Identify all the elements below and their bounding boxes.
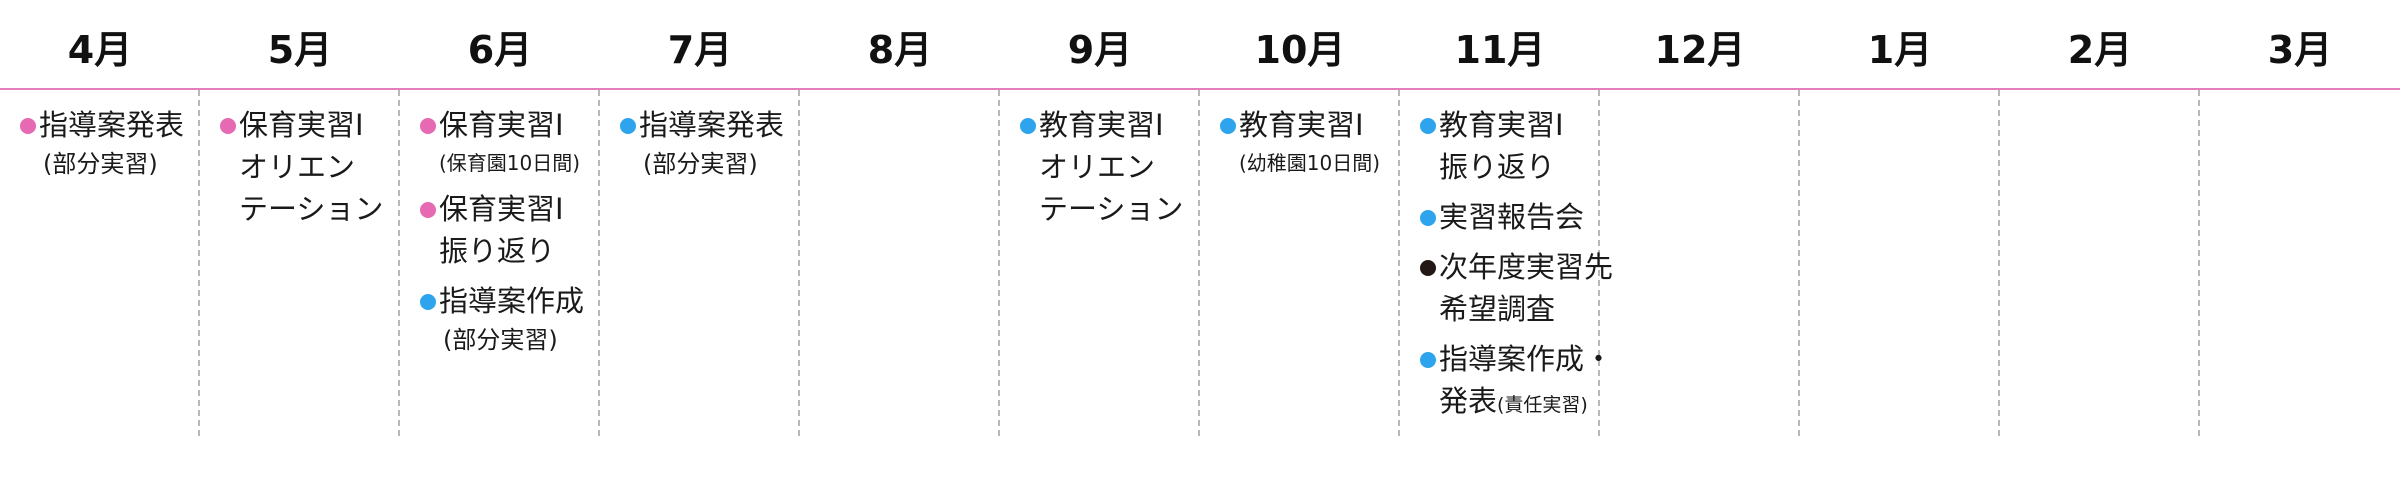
event-title: 教育実習I (1039, 108, 1164, 142)
column-jan (1800, 90, 2000, 436)
event-sep-1: 教育実習I オリエン テーション (1020, 104, 1198, 230)
event-title: 次年度実習先 (1439, 250, 1614, 284)
column-aug (800, 90, 1000, 436)
column-jul: 指導案発表 (部分実習) (600, 90, 800, 436)
blue-bullet-icon (1220, 118, 1236, 134)
event-title: 指導案作成 (439, 284, 585, 318)
column-dec (1600, 90, 1800, 436)
event-title: 保育実習I (439, 192, 564, 226)
blue-bullet-icon (1420, 210, 1436, 226)
event-jun-2: 保育実習I 振り返り (420, 188, 598, 272)
event-title-line2-main: 発表 (1439, 384, 1498, 418)
event-title-line2: オリエン (1039, 150, 1156, 184)
black-bullet-icon (1420, 260, 1436, 276)
month-label-feb: 2月 (2067, 28, 2133, 72)
month-label-aug: 8月 (867, 28, 933, 72)
event-note: (部分実習) (643, 150, 758, 178)
event-title: 指導案発表 (639, 108, 785, 142)
event-jun-1: 保育実習I (保育園10日間) (420, 104, 598, 180)
pink-bullet-icon (220, 118, 236, 134)
column-may: 保育実習I オリエン テーション (200, 90, 400, 436)
event-title-line2: 振り返り (439, 234, 556, 268)
header-divider (0, 88, 2400, 90)
event-title: 実習報告会 (1439, 200, 1585, 234)
column-sep: 教育実習I オリエン テーション (1000, 90, 1200, 436)
event-title-line2: オリエン (239, 150, 356, 184)
event-title: 教育実習I (1239, 108, 1364, 142)
month-label-jan: 1月 (1867, 28, 1933, 72)
event-note: (幼稚園10日間) (1239, 151, 1381, 175)
event-title: 保育実習I (439, 108, 564, 142)
month-label-apr: 4月 (67, 28, 133, 72)
event-jun-3: 指導案作成 (部分実習) (420, 280, 598, 358)
month-label-sep: 9月 (1067, 28, 1133, 72)
blue-bullet-icon (620, 118, 636, 134)
pink-bullet-icon (20, 118, 36, 134)
event-note: (部分実習) (443, 326, 558, 354)
column-apr: 指導案発表 (部分実習) (0, 90, 200, 436)
event-nov-2: 実習報告会 (1420, 196, 1598, 238)
event-title: 指導案作成・ (1439, 342, 1614, 376)
event-title-line3: テーション (239, 192, 384, 226)
event-note: (責任実習) (1497, 394, 1588, 416)
month-label-mar: 3月 (2267, 28, 2333, 72)
month-label-may: 5月 (267, 28, 333, 72)
event-note: (部分実習) (43, 150, 158, 178)
event-title: 教育実習I (1439, 108, 1564, 142)
month-header-row: 4月 5月 6月 7月 8月 9月 10月 11月 12月 1月 2月 3月 (0, 0, 2400, 88)
month-label-oct: 10月 (1254, 28, 1346, 72)
event-title-line2: 発表(責任実習) (1439, 380, 1613, 426)
column-nov: 教育実習I 振り返り 実習報告会 次年度実習先 希望調査 (1400, 90, 1613, 436)
month-label-dec: 12月 (1654, 28, 1746, 72)
column-mar (2200, 90, 2400, 436)
event-title: 指導案発表 (39, 108, 185, 142)
column-feb (2000, 90, 2200, 436)
column-jun: 保育実習I (保育園10日間) 保育実習I 振り返り 指導案作成 (部分実習) (400, 90, 600, 436)
month-label-nov: 11月 (1454, 28, 1546, 72)
event-nov-4: 指導案作成・ 発表(責任実習) (1420, 338, 1613, 426)
event-title-line3: テーション (1039, 192, 1184, 226)
event-title-line2: 振り返り (1439, 150, 1556, 184)
month-columns: 指導案発表 (部分実習) 保育実習I オリエン テーション 保育実習I (0, 90, 2400, 436)
pink-bullet-icon (420, 118, 436, 134)
blue-bullet-icon (1020, 118, 1036, 134)
blue-bullet-icon (1420, 118, 1436, 134)
pink-bullet-icon (420, 202, 436, 218)
month-label-jul: 7月 (667, 28, 733, 72)
month-label-jun: 6月 (467, 28, 533, 72)
event-title: 保育実習I (239, 108, 364, 142)
event-note: (保育園10日間) (439, 151, 581, 175)
event-apr-1: 指導案発表 (部分実習) (20, 104, 198, 182)
event-may-1: 保育実習I オリエン テーション (220, 104, 398, 230)
event-nov-3: 次年度実習先 希望調査 (1420, 246, 1613, 330)
event-nov-1: 教育実習I 振り返り (1420, 104, 1598, 188)
event-jul-1: 指導案発表 (部分実習) (620, 104, 798, 182)
blue-bullet-icon (1420, 352, 1436, 368)
column-oct: 教育実習I (幼稚園10日間) (1200, 90, 1400, 436)
event-title-line2: 希望調査 (1439, 292, 1556, 326)
blue-bullet-icon (420, 294, 436, 310)
event-oct-1: 教育実習I (幼稚園10日間) (1220, 104, 1398, 180)
